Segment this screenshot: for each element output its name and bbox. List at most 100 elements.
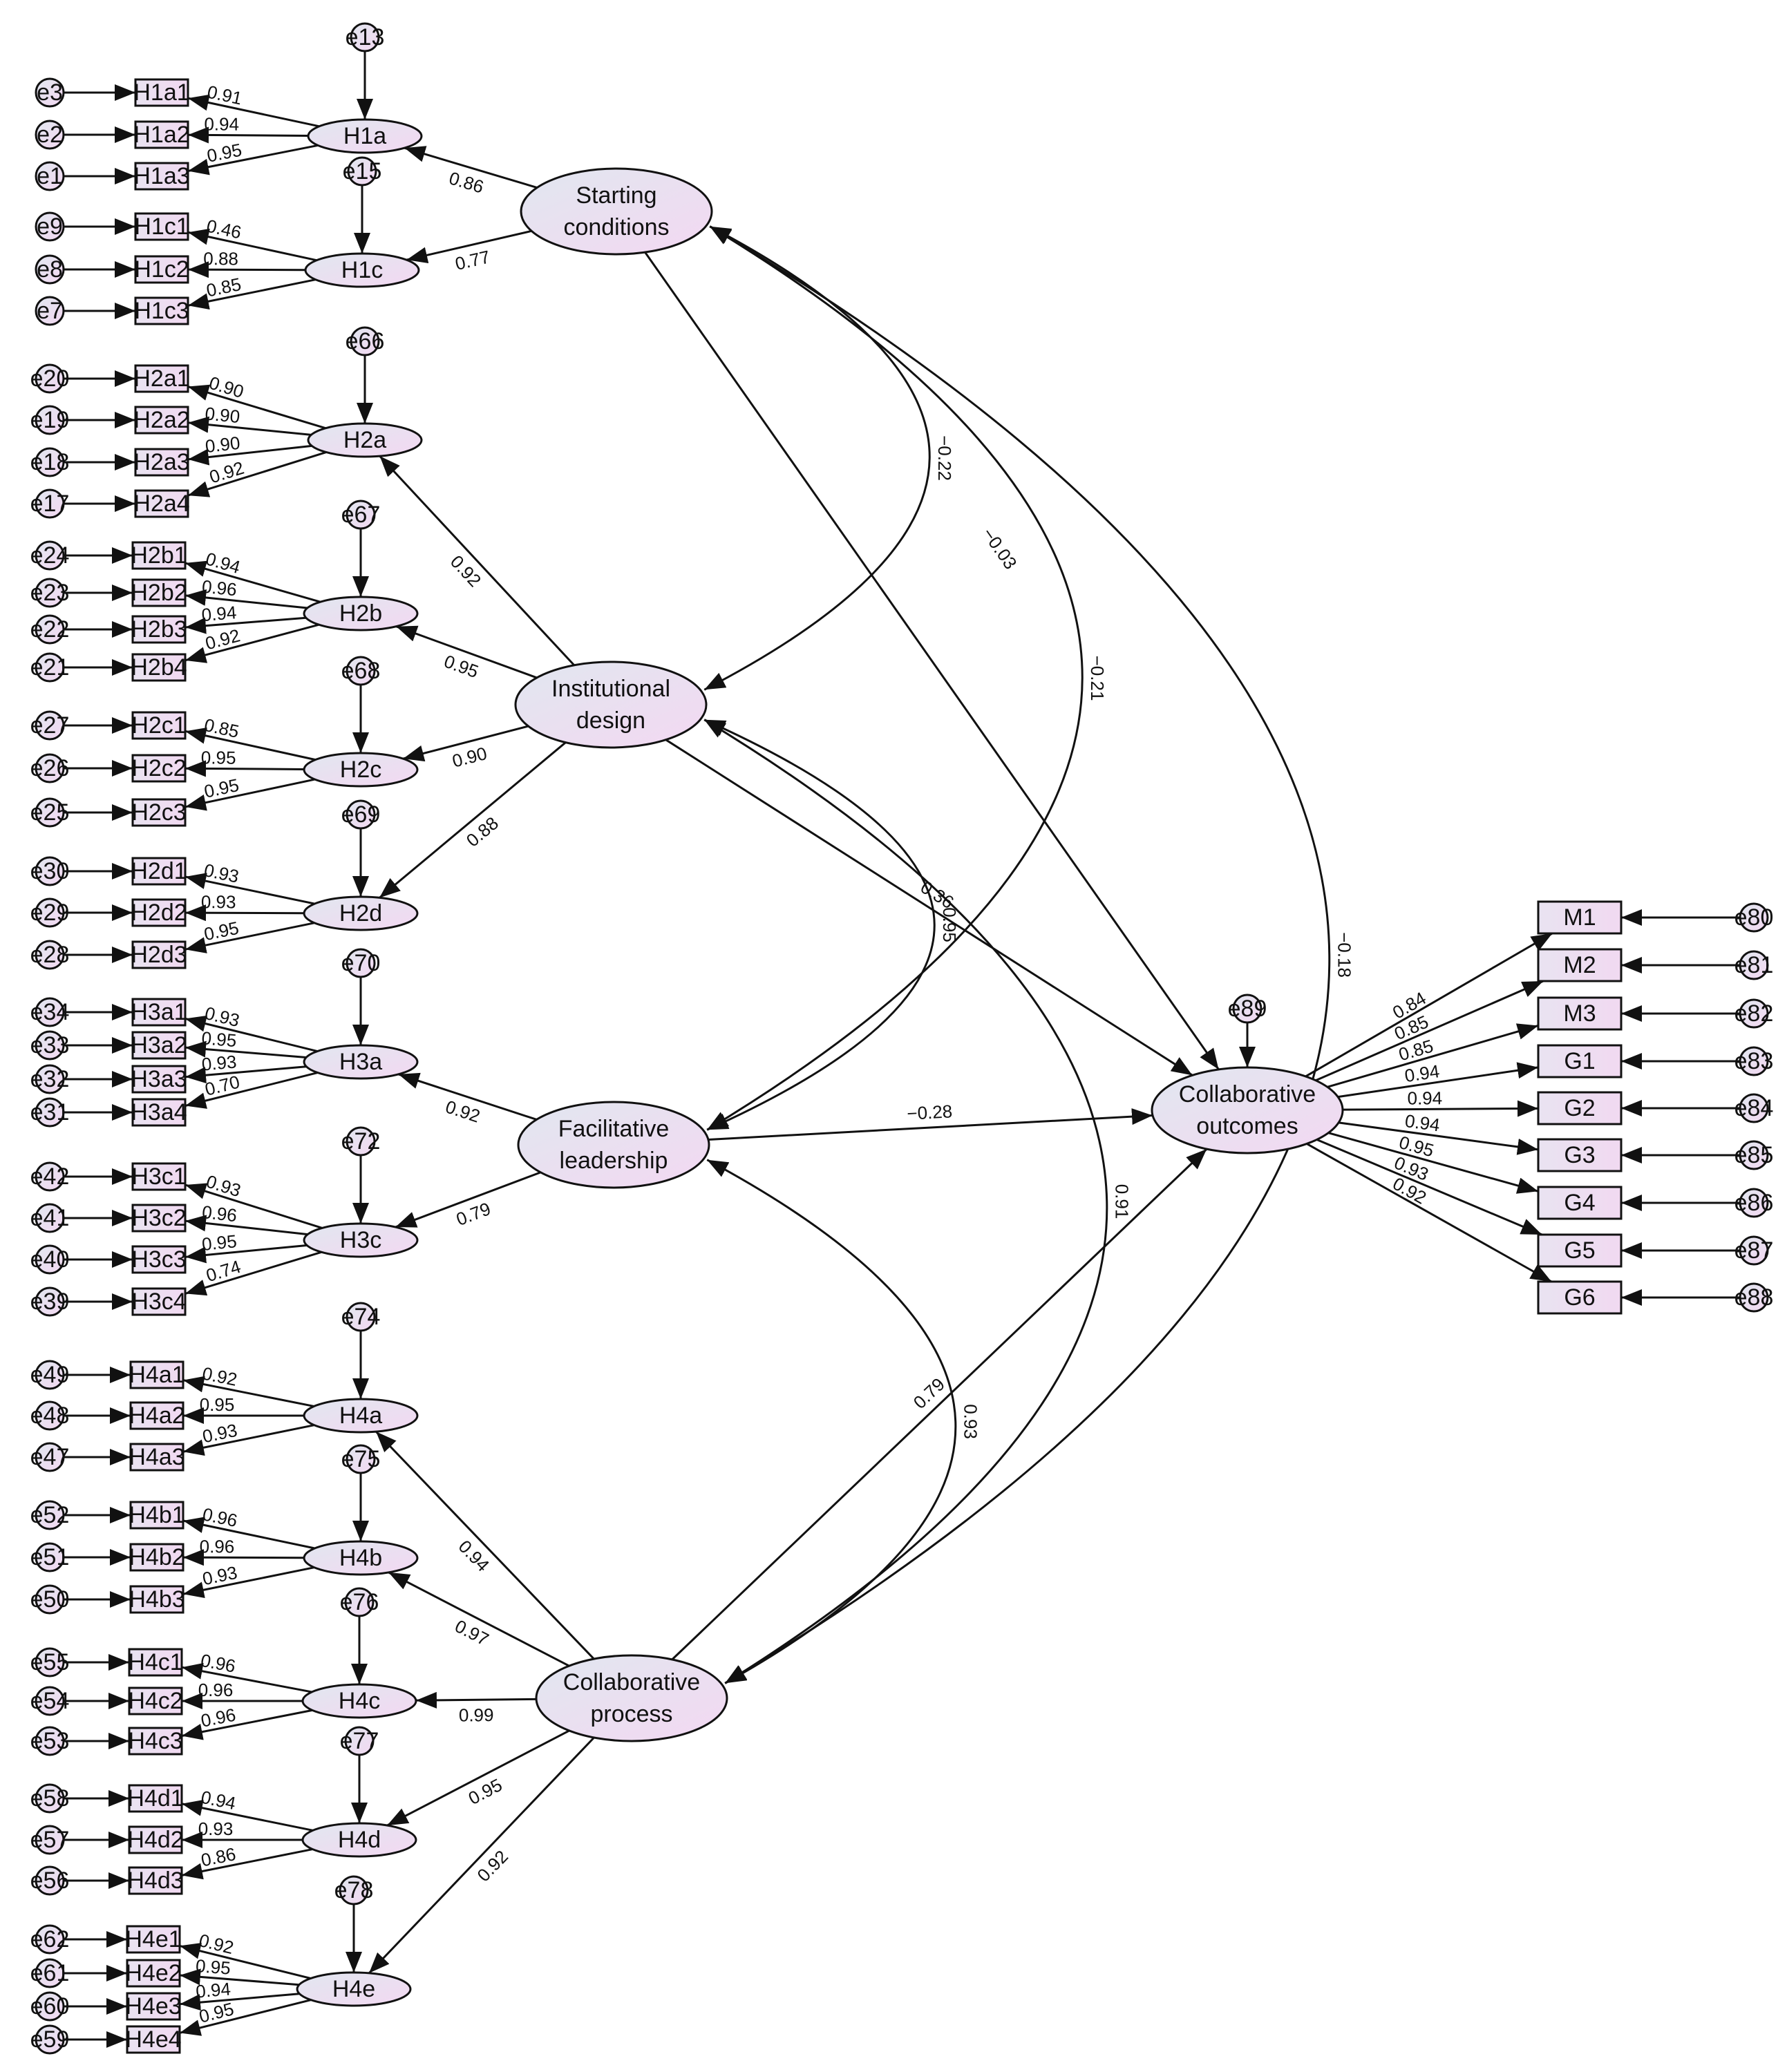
error-circle — [35, 1203, 65, 1233]
error-e57: e57 — [30, 1825, 69, 1855]
error-label: e66 — [346, 328, 385, 354]
indicator-label: G4 — [1564, 1190, 1595, 1216]
error-circle — [1739, 950, 1769, 980]
indicator-box — [128, 1784, 183, 1813]
path-coefficient-label: 0.79 — [909, 1374, 949, 1413]
latent-label: Institutional — [551, 676, 670, 702]
path-fl-to-co — [708, 1108, 1153, 1141]
error-label: e70 — [341, 950, 381, 976]
indicator-loading-label: 0.94 — [203, 548, 243, 578]
error-label: e56 — [30, 1867, 70, 1894]
indicator-loading-arrow — [187, 384, 326, 430]
indicator-loading-arrow — [185, 760, 305, 777]
error-e18: e18 — [30, 447, 69, 477]
indicator-loading-arrow — [187, 94, 320, 128]
indicator-loading-label: 0.96 — [200, 1503, 239, 1531]
indicator-box — [131, 940, 187, 969]
error-circle — [1739, 1188, 1769, 1218]
error-label: e42 — [30, 1163, 70, 1190]
error-e29: e29 — [30, 897, 69, 928]
indicator-h4d2: H4d2 — [127, 1825, 184, 1854]
indicator-box — [134, 162, 189, 191]
error-e85: e85 — [1734, 1140, 1774, 1170]
indicator-h2b4: H2b4 — [131, 653, 187, 682]
indicator-loading-label: 0.94 — [195, 1978, 231, 2002]
error-circle — [35, 1097, 65, 1128]
indicator-h2a3: H2a3 — [133, 448, 190, 477]
error-circle — [35, 1584, 65, 1615]
covariance-label: 0.95 — [939, 907, 960, 942]
indicator-loading-label: 0.95 — [201, 1027, 238, 1051]
loading-arrow-h3c — [395, 1171, 541, 1228]
error-label: e85 — [1734, 1142, 1774, 1168]
indicator-label: H2a1 — [133, 365, 189, 392]
error-label: e60 — [30, 1993, 70, 2019]
indicator-g6: G6 — [1537, 1280, 1623, 1315]
latent-ellipse — [307, 118, 423, 154]
covariance-label: 0.93 — [961, 1404, 981, 1439]
error-circle — [339, 1875, 369, 1905]
indicator-loading-label: 0.86 — [199, 1843, 238, 1870]
error-e9: e9 — [35, 211, 65, 242]
error-label: e74 — [341, 1304, 381, 1330]
error-label: e86 — [1734, 1190, 1774, 1216]
loading-arrow-h4b — [388, 1571, 570, 1667]
error-circle — [35, 1286, 65, 1317]
indicator-h3a4: H3a4 — [131, 1098, 187, 1127]
indicator-label: H2b3 — [131, 616, 187, 643]
indicator-g2: G2 — [1537, 1091, 1623, 1125]
outcome-loading-arrow — [1305, 932, 1553, 1078]
error-label: e72 — [341, 1128, 381, 1154]
indicator-box — [134, 364, 189, 393]
latent-label: design — [576, 707, 645, 734]
latent-h4b: H4b — [303, 1540, 419, 1576]
indicator-box — [129, 1501, 185, 1530]
indicator-loading-label: 0.93 — [201, 891, 236, 912]
structural-loading-label: 0.99 — [459, 1704, 494, 1726]
indicator-loading-label: 0.96 — [201, 1201, 238, 1226]
error-e59: e59 — [30, 2024, 69, 2055]
indicator-label: H3c2 — [131, 1205, 186, 1231]
indicator-h2d3: H2d3 — [131, 940, 187, 969]
error-label: e28 — [30, 942, 70, 968]
indicator-loading-arrow — [179, 1993, 300, 2011]
indicator-box — [1537, 900, 1623, 935]
error-label: e49 — [30, 1362, 70, 1388]
indicator-label: H2d2 — [131, 900, 187, 926]
indicator-box — [1537, 1280, 1623, 1315]
error-label: e26 — [30, 755, 70, 781]
error-label: e89 — [1228, 996, 1267, 1022]
indicator-label: H4e1 — [125, 1926, 181, 1952]
indicator-g3: G3 — [1537, 1138, 1623, 1172]
error-label: e20 — [30, 365, 70, 392]
path-coefficient-label: −0.28 — [907, 1101, 953, 1124]
indicator-loading-arrow — [181, 1663, 312, 1693]
indicator-box — [129, 1401, 185, 1430]
error-label: e27 — [30, 712, 70, 739]
latent-ellipse — [303, 1044, 419, 1080]
indicator-loading-label: 0.93 — [202, 1002, 241, 1031]
error-circle — [346, 1126, 376, 1157]
indicator-loading-label: 0.94 — [201, 602, 238, 625]
error-label: e52 — [30, 1502, 70, 1528]
error-circle — [35, 652, 65, 683]
structural-loading-label: 0.88 — [462, 812, 502, 850]
indicator-label: G1 — [1564, 1048, 1595, 1074]
indicator-h3c1: H3c1 — [131, 1162, 187, 1191]
error-label: e78 — [334, 1877, 374, 1903]
error-e2: e2 — [35, 120, 65, 150]
error-e7: e7 — [35, 296, 65, 326]
indicator-label: M1 — [1563, 904, 1596, 931]
indicator-label: H3c1 — [131, 1163, 186, 1190]
indicator-label: H2c3 — [131, 799, 186, 826]
latent-h4c: H4c — [301, 1683, 417, 1719]
covariance-sc-fl — [706, 225, 1084, 1131]
error-circle — [347, 156, 377, 187]
indicator-label: H4d2 — [127, 1827, 183, 1853]
indicator-loading-arrow — [182, 1549, 305, 1566]
indicator-h4b3: H4b3 — [129, 1585, 185, 1614]
indicator-h2a4: H2a4 — [133, 489, 190, 518]
indicator-h3a2: H3a2 — [131, 1031, 187, 1060]
indicator-label: H1a1 — [133, 79, 189, 106]
indicator-label: H2b4 — [131, 654, 187, 681]
